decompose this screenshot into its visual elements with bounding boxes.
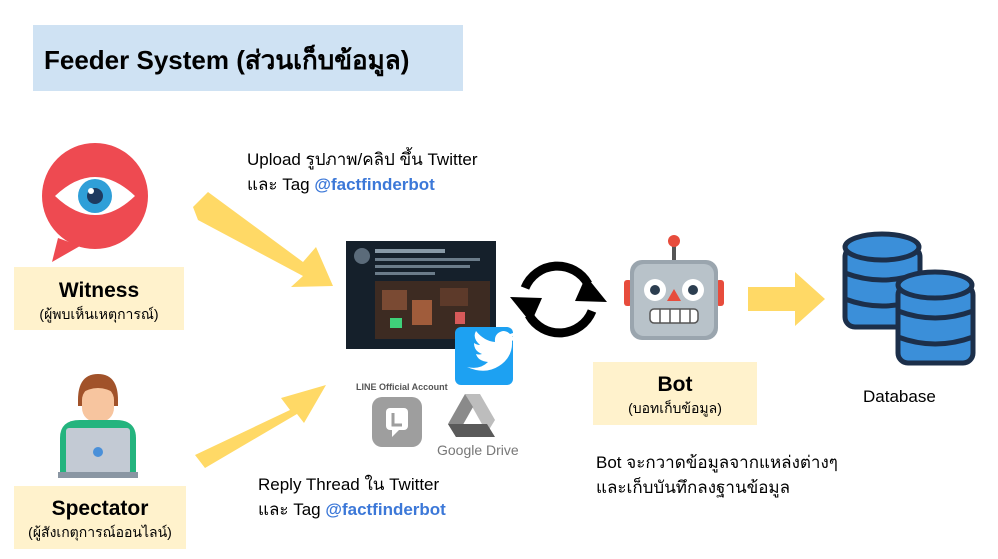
page-title: Feeder System (ส่วนเก็บข้อมูล) [44, 45, 410, 75]
spectator-label-box: Spectator (ผู้สังเกตุการณ์ออนไลน์) [14, 486, 186, 549]
reply-note-handle: @factfinderbot [325, 500, 446, 519]
arrow-spectator-to-tweet [195, 385, 326, 468]
spectator-label: Spectator [51, 497, 149, 520]
upload-note-handle: @factfinderbot [314, 175, 435, 194]
witness-sublabel: (ผู้พบเห็นเหตุการณ์) [39, 306, 159, 322]
spectator-sublabel: (ผู้สังเกตุการณ์ออนไลน์) [28, 524, 172, 540]
database-label: Database [863, 387, 936, 406]
title-box [33, 25, 463, 91]
line-official-caption: LINE Official Account [356, 382, 448, 392]
bot-description-line2: และเก็บบันทึกลงฐานข้อมูล [596, 478, 791, 497]
google-drive-caption: Google Drive [437, 442, 519, 458]
tweet-screenshot [346, 241, 496, 349]
arrow-bot-to-database [748, 272, 825, 326]
arrow-witness-to-tweet [193, 192, 333, 287]
database-icon [842, 231, 976, 366]
google-drive-icon[interactable] [448, 394, 495, 437]
bot-label: Bot [657, 373, 693, 396]
reply-note: Reply Thread ใน Twitter และ Tag @factfin… [258, 472, 446, 522]
reply-note-line1: Reply Thread ใน Twitter [258, 475, 440, 494]
eye-speech-bubble-icon [42, 143, 148, 262]
line-icon[interactable] [372, 397, 422, 447]
bot-description: Bot จะกวาดข้อมูลจากแหล่งต่างๆ และเก็บบัน… [596, 450, 838, 500]
upload-note-line1: Upload รูปภาพ/คลิป ขึ้น Twitter [247, 150, 478, 169]
bot-description-line1: Bot จะกวาดข้อมูลจากแหล่งต่างๆ [596, 453, 838, 472]
upload-note: Upload รูปภาพ/คลิป ขึ้น Twitter และ Tag … [247, 147, 478, 197]
person-laptop-icon [58, 374, 138, 478]
bot-label-box: Bot (บอทเก็บข้อมูล) [593, 362, 757, 425]
twitter-icon[interactable] [455, 327, 517, 385]
reply-note-prefix: และ Tag [258, 500, 326, 519]
witness-label-box: Witness (ผู้พบเห็นเหตุการณ์) [14, 267, 184, 330]
witness-label: Witness [58, 279, 140, 302]
robot-icon [624, 235, 724, 340]
sync-arrows-icon [520, 261, 597, 338]
bot-sublabel: (บอทเก็บข้อมูล) [628, 400, 722, 416]
upload-note-prefix: และ Tag [247, 175, 315, 194]
